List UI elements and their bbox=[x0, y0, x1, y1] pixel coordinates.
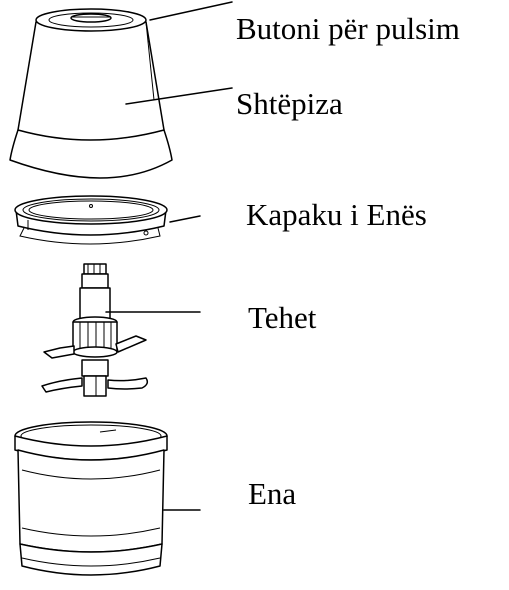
housing-label: Shtëpiza bbox=[236, 86, 343, 121]
leader-lines bbox=[105, 1, 233, 511]
bowl-part bbox=[14, 421, 168, 576]
leader-pulse-button bbox=[149, 1, 233, 21]
bowl-lid-label: Kapaku i Enës bbox=[246, 197, 427, 232]
pulse-button-label: Butoni për pulsim bbox=[236, 11, 460, 46]
housing-part bbox=[9, 8, 173, 179]
pulse-button-part bbox=[70, 13, 112, 23]
leader-bowl-lid bbox=[169, 215, 201, 223]
leader-housing bbox=[125, 87, 233, 105]
bowl-label: Ena bbox=[248, 476, 297, 511]
bowl-lid-part bbox=[14, 195, 168, 245]
blades-part bbox=[41, 263, 149, 397]
blades-label: Tehet bbox=[248, 300, 317, 335]
